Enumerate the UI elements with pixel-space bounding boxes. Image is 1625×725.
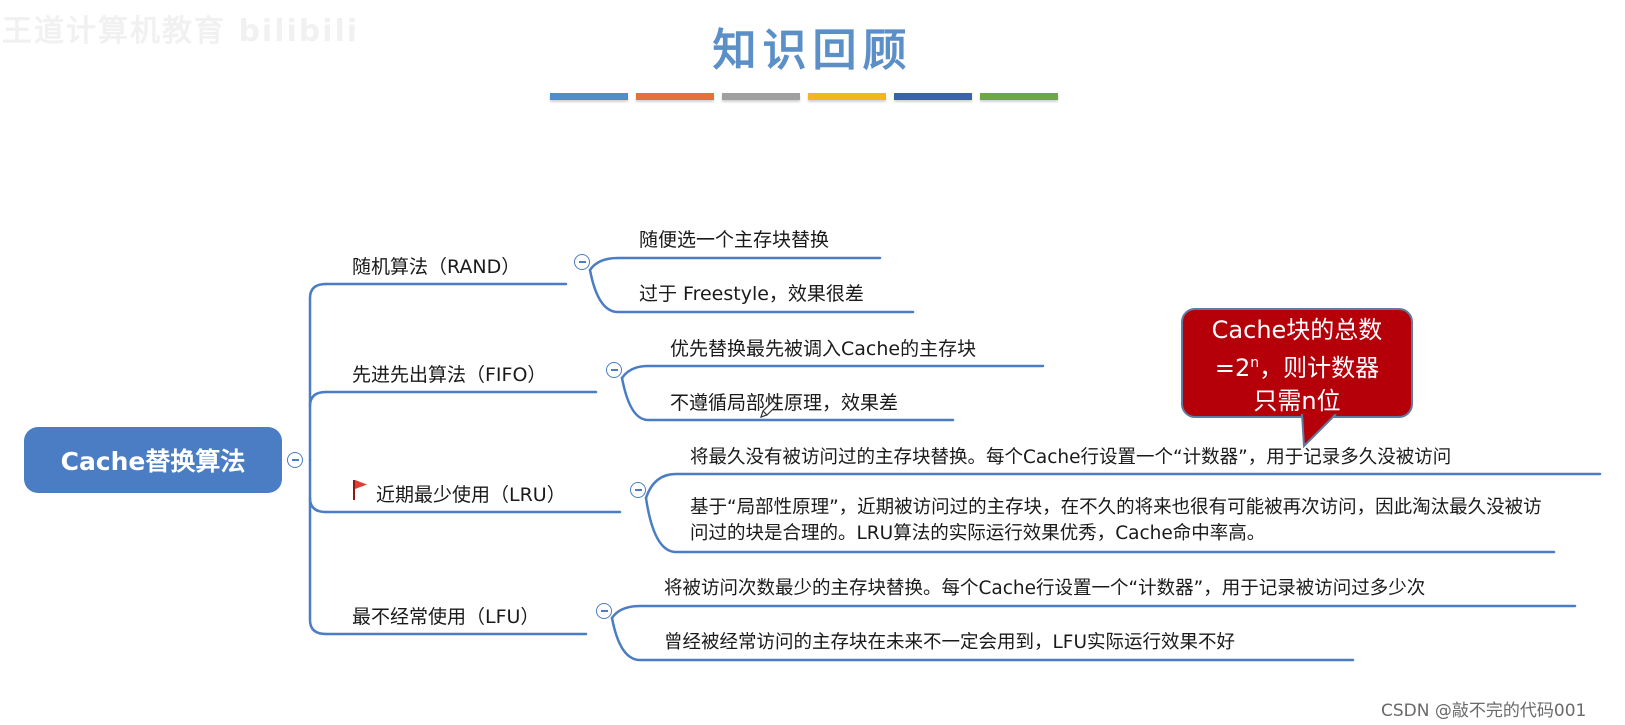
watermark-bottom-right: CSDN @敲不完的代码001 xyxy=(1381,701,1587,721)
collapse-icon-root[interactable] xyxy=(287,452,303,468)
leaf-lru-2: 基于“局部性原理”，近期被访问过的主存块，在不久的将来也很有可能被再次访问，因此… xyxy=(690,497,1542,544)
leaf-rand-1: 随便选一个主存块替换 xyxy=(639,229,830,251)
title-bar-1 xyxy=(550,93,628,100)
title-bar-3 xyxy=(722,93,800,100)
category-lru[interactable]: 近期最少使用（LRU） xyxy=(376,484,566,506)
category-lfu[interactable]: 最不经常使用（LFU） xyxy=(352,606,540,628)
collapse-icon-lru[interactable] xyxy=(630,482,646,498)
root-trunk-lower xyxy=(308,458,328,636)
watermark-top-left: 王道计算机教育 bilibili xyxy=(2,14,360,49)
root-node[interactable]: Cache替换算法 xyxy=(24,427,282,493)
connector-lru-2 xyxy=(644,496,1556,554)
category-rand[interactable]: 随机算法（RAND） xyxy=(352,256,521,278)
title-bar-2 xyxy=(636,93,714,100)
root-trunk xyxy=(308,282,328,462)
connector-fifo-2 xyxy=(620,376,955,422)
callout-line-1: Cache块的总数 xyxy=(1211,316,1383,344)
category-fifo[interactable]: 先进先出算法（FIFO） xyxy=(352,364,547,386)
page-title: 知识回顾 xyxy=(712,25,913,76)
callout-line-2-sup: n xyxy=(1250,355,1260,371)
title-bar-5 xyxy=(894,93,972,100)
connector-rand-1 xyxy=(588,256,882,272)
flag-icon xyxy=(353,480,367,500)
connector-lfu-1 xyxy=(610,604,1577,620)
branch-lru xyxy=(308,496,328,514)
pencil-cursor-icon xyxy=(760,400,778,418)
branch-fifo xyxy=(308,390,328,408)
counter-bits-callout: Cache块的总数 =2n，则计数器 只需n位 xyxy=(1181,308,1413,418)
callout-line-3: 只需n位 xyxy=(1253,387,1341,415)
connector-fifo-1 xyxy=(620,364,1045,380)
callout-line-2: =2n，则计数器 xyxy=(1183,347,1411,385)
collapse-icon-rand[interactable] xyxy=(574,254,590,270)
callout-line-2-prefix: =2 xyxy=(1214,354,1251,382)
collapse-icon-fifo[interactable] xyxy=(606,362,622,378)
callout-line-2-suffix: ，则计数器 xyxy=(1259,354,1380,382)
collapse-icon-lfu[interactable] xyxy=(596,603,612,619)
leaf-fifo-2: 不遵循局部性原理，效果差 xyxy=(670,392,899,414)
title-bar-4 xyxy=(808,93,886,100)
leaf-lfu-2: 曾经被经常访问的主存块在未来不一定会用到，LFU实际运行效果不好 xyxy=(664,632,1235,653)
leaf-lfu-1: 将被访问次数最少的主存块替换。每个Cache行设置一个“计数器”，用于记录被访问… xyxy=(664,578,1426,599)
title-bar-6 xyxy=(980,93,1058,100)
leaf-fifo-1: 优先替换最先被调入Cache的主存块 xyxy=(670,338,977,360)
connector-lru-1 xyxy=(644,472,1602,500)
connector-rand-2 xyxy=(588,268,915,314)
leaf-rand-2: 过于 Freestyle，效果很差 xyxy=(639,283,864,305)
connector-lfu-2 xyxy=(610,616,1355,662)
callout-tail xyxy=(1301,414,1337,448)
leaf-lru-1: 将最久没有被访问过的主存块替换。每个Cache行设置一个“计数器”，用于记录多久… xyxy=(690,447,1452,468)
